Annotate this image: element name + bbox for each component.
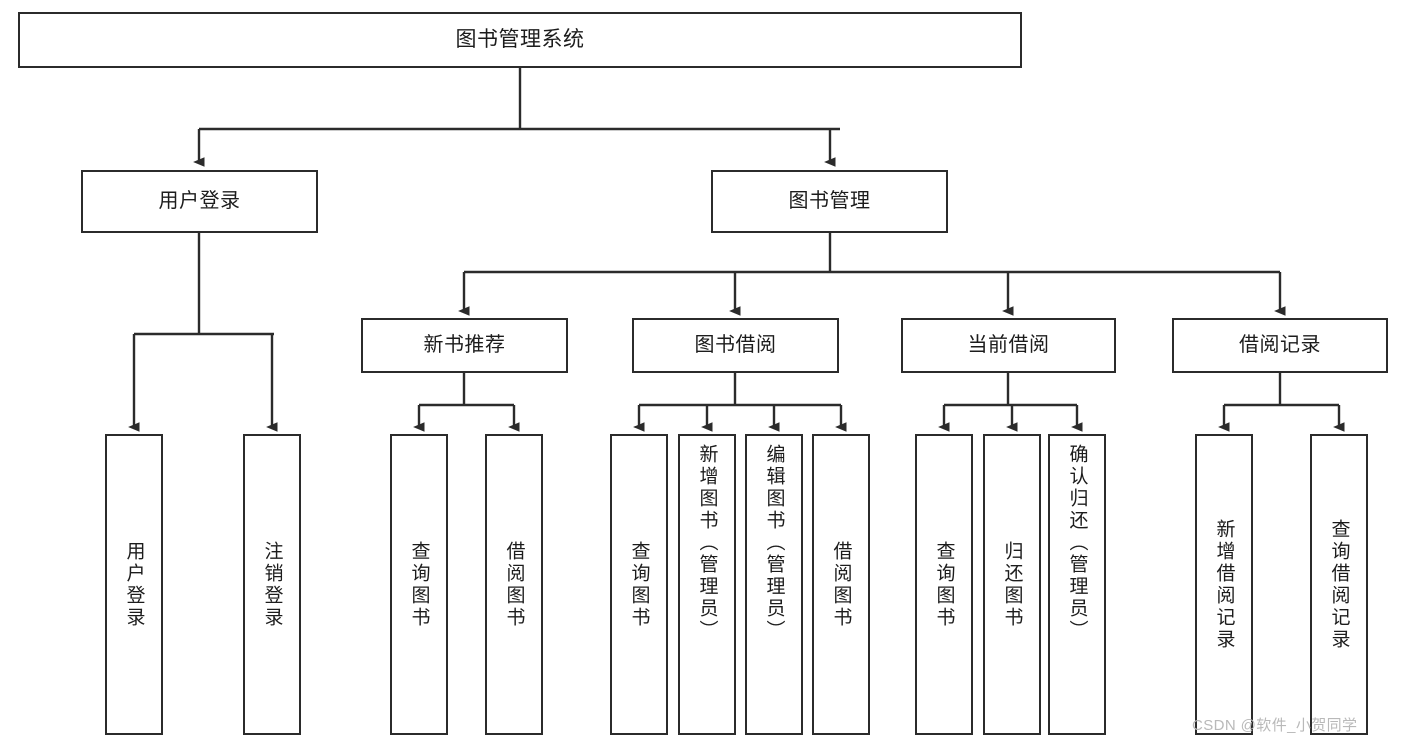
node-label: 图书管理 <box>788 189 871 212</box>
node-current-borrow[interactable]: 当前借阅 <box>901 318 1116 373</box>
leaf-record-query-borrow-record[interactable]: 查询借阅记录 <box>1310 434 1368 735</box>
leaf-new-book-query-book[interactable]: 查询图书 <box>390 434 448 735</box>
node-label: 图书管理系统 <box>455 27 585 51</box>
node-label: 查询图书 <box>933 540 955 629</box>
node-label: 查询借阅记录 <box>1328 518 1350 651</box>
leaf-user-login-login[interactable]: 用户登录 <box>105 434 163 735</box>
leaf-record-add-borrow-record[interactable]: 新增借阅记录 <box>1195 434 1253 735</box>
node-label: 当前借阅 <box>967 333 1050 356</box>
node-new-book-recommend[interactable]: 新书推荐 <box>361 318 568 373</box>
leaf-current-confirm-return-admin[interactable]: 确认归还（管理员） <box>1048 434 1106 735</box>
leaf-new-book-borrow-book[interactable]: 借阅图书 <box>485 434 543 735</box>
node-label: 查询图书 <box>628 540 650 629</box>
leaf-current-return-book[interactable]: 归还图书 <box>983 434 1041 735</box>
leaf-borrow-query-book[interactable]: 查询图书 <box>610 434 668 735</box>
node-label: 确认归还（管理员） <box>1066 444 1088 642</box>
csdn-watermark: CSDN @软件_小贺同学 <box>1192 717 1358 734</box>
node-label: 用户登录 <box>123 540 145 629</box>
node-root-book-management-system[interactable]: 图书管理系统 <box>18 12 1022 68</box>
leaf-borrow-edit-book-admin[interactable]: 编辑图书（管理员） <box>745 434 803 735</box>
node-label: 编辑图书（管理员） <box>763 444 785 642</box>
node-label: 归还图书 <box>1001 540 1023 629</box>
leaf-borrow-borrow-book[interactable]: 借阅图书 <box>812 434 870 735</box>
node-borrow-record[interactable]: 借阅记录 <box>1172 318 1388 373</box>
node-label: 新增图书（管理员） <box>696 444 718 642</box>
node-label: 新增借阅记录 <box>1213 518 1235 651</box>
leaf-borrow-add-book-admin[interactable]: 新增图书（管理员） <box>678 434 736 735</box>
node-book-management[interactable]: 图书管理 <box>711 170 948 233</box>
node-label: 借阅图书 <box>503 540 525 629</box>
leaf-user-login-logout[interactable]: 注销登录 <box>243 434 301 735</box>
node-user-login[interactable]: 用户登录 <box>81 170 318 233</box>
node-label: 借阅记录 <box>1239 333 1321 356</box>
node-label: 借阅图书 <box>830 540 852 629</box>
node-label: 图书借阅 <box>694 333 777 356</box>
node-label: 新书推荐 <box>423 333 506 356</box>
node-label: 注销登录 <box>261 540 283 629</box>
leaf-current-query-book[interactable]: 查询图书 <box>915 434 973 735</box>
node-book-borrow[interactable]: 图书借阅 <box>632 318 839 373</box>
node-label: 查询图书 <box>408 540 430 629</box>
node-label: 用户登录 <box>158 189 241 212</box>
